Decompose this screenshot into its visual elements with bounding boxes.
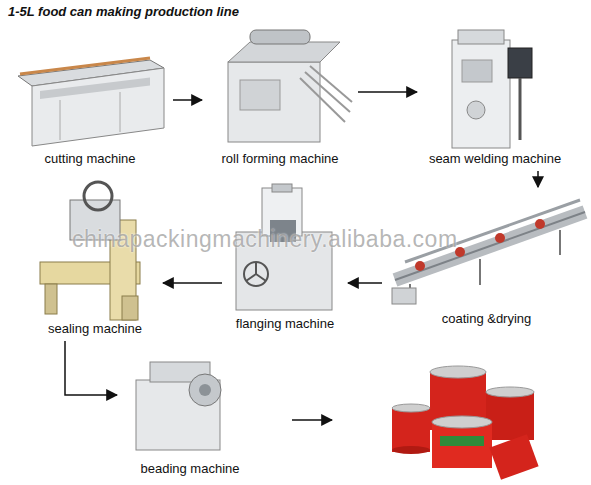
flow-arrow [348, 282, 382, 284]
machine-label: roll forming machine [205, 150, 355, 168]
sealing-machine-picture [40, 182, 140, 320]
flanging-machine-picture [236, 184, 332, 310]
diagram-title: 1-5L food can making production line [8, 4, 239, 19]
machine-node: cutting machine [10, 50, 170, 168]
beading-machine-picture [136, 362, 221, 450]
machine-node: flanging machine [225, 180, 345, 333]
seam-welding-machine-picture [452, 30, 532, 148]
machine-label: flanging machine [225, 315, 345, 333]
watermark: chinapackingmachinery.alibaba.com [72, 226, 458, 253]
roll-forming-machine-picture [228, 30, 352, 142]
machine-node: roll forming machine [205, 25, 355, 168]
machine-node: seam welding machine [420, 20, 570, 168]
coating-drying-picture [392, 200, 585, 304]
machine-node: beading machine [120, 350, 260, 478]
machine-label: seam welding machine [420, 150, 570, 168]
flow-arrow [173, 99, 202, 101]
flow-arrow [65, 341, 117, 395]
machine-node: sealing machine [30, 175, 160, 338]
machine-label: coating &drying [385, 310, 588, 328]
machine-label: beading machine [120, 460, 260, 478]
machine-label: cutting machine [10, 150, 170, 168]
machine-node: coating &drying [385, 190, 588, 328]
machine-label: sealing machine [30, 320, 160, 338]
flow-arrow [292, 419, 332, 421]
cutting-machine-picture [18, 58, 164, 146]
flow-arrow [358, 91, 417, 93]
flow-arrow [537, 171, 539, 187]
flow-arrow [163, 282, 222, 284]
food-cans-picture [392, 366, 539, 480]
